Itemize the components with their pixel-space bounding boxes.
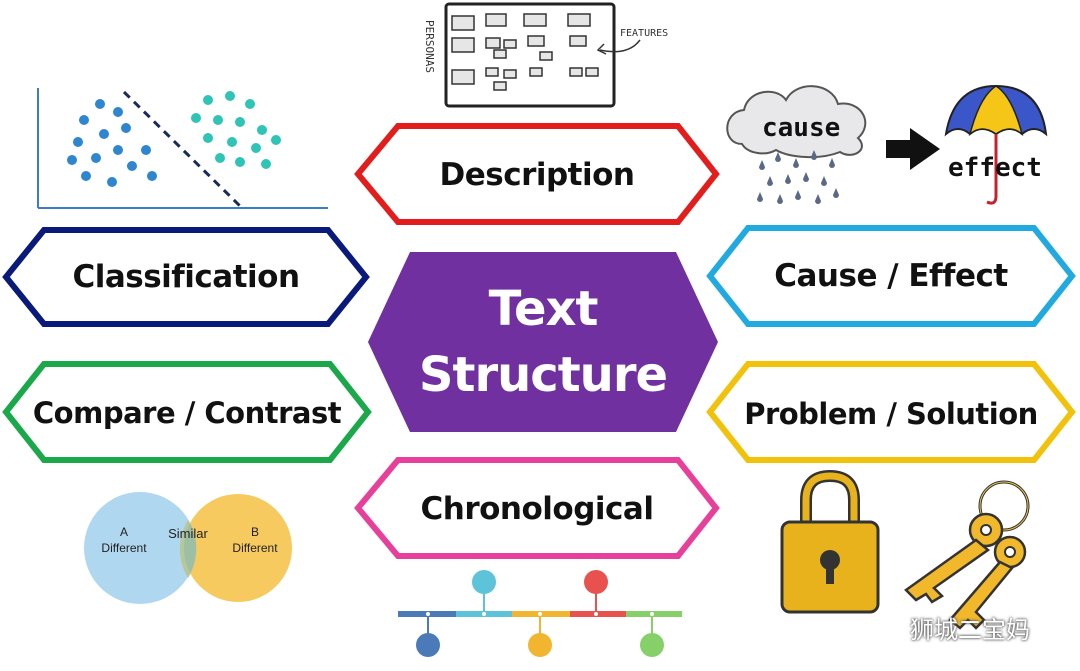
venn-a-text: Different	[101, 541, 147, 555]
watermark: 狮城二宝妈	[868, 610, 1068, 644]
classification-hexagon[interactable]	[2, 227, 370, 327]
wechat-icon	[869, 615, 901, 638]
chronological-hexagon[interactable]	[354, 457, 720, 559]
classification-label: Classification	[72, 259, 300, 295]
cause-effect-label: Cause / Effect	[774, 258, 1008, 294]
timeline-graphic	[398, 570, 682, 657]
arrow-right-icon	[886, 128, 940, 170]
center-title: Text Structure	[368, 268, 718, 416]
padlock-icon	[780, 469, 880, 614]
watermark-text: 狮城二宝妈	[910, 615, 1030, 644]
cause-text: cause	[762, 113, 840, 143]
center-title-line2: Structure	[418, 347, 668, 403]
compare-contrast-hexagon[interactable]	[2, 361, 372, 463]
lock-and-keys-graphic	[780, 469, 1030, 630]
description-label: Description	[439, 157, 635, 193]
cloud-icon	[726, 85, 867, 159]
features-label: FEATURES	[620, 28, 668, 39]
cause-effect-graphic: cause effect	[726, 84, 1048, 205]
venn-diagram-graphic: A Different Similar B Different	[84, 492, 292, 604]
problem-solution-hexagon[interactable]	[706, 361, 1076, 463]
umbrella-icon	[944, 84, 1048, 205]
personas-label: PERSONAS	[423, 20, 436, 73]
venn-a-letter: A	[120, 525, 128, 539]
cause-effect-hexagon[interactable]	[706, 225, 1076, 327]
description-hexagon[interactable]	[354, 123, 720, 225]
chronological-label: Chronological	[420, 491, 654, 527]
venn-b-text: Different	[232, 541, 278, 555]
keys-icon	[904, 480, 1030, 630]
persona-board-graphic: PERSONAS FEATURES	[423, 2, 668, 108]
classification-scatter-graphic	[37, 88, 328, 209]
venn-similar-text: Similar	[168, 526, 208, 541]
text-structure-center-hexagon	[368, 252, 718, 432]
problem-solution-label: Problem / Solution	[744, 397, 1038, 431]
venn-b-letter: B	[251, 525, 259, 539]
center-title-line1: Text	[488, 281, 599, 337]
effect-text: effect	[948, 153, 1042, 183]
compare-contrast-label: Compare / Contrast	[32, 396, 342, 430]
